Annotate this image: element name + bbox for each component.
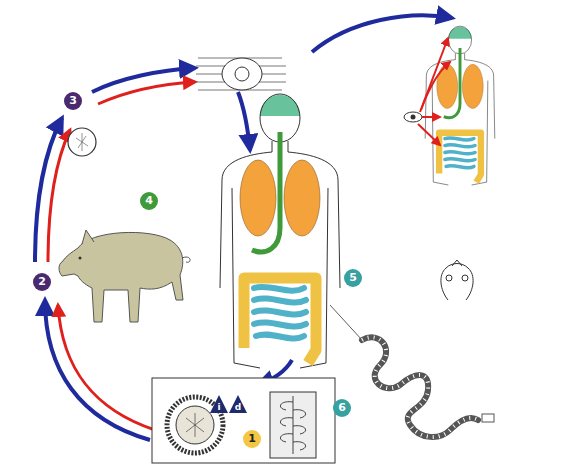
pig — [59, 230, 190, 322]
human-host — [425, 26, 495, 185]
scolex — [441, 260, 473, 300]
human-host — [220, 94, 340, 368]
callout-number: 5 — [344, 269, 362, 287]
adult-worm — [362, 337, 478, 437]
callout-number: d — [229, 397, 247, 415]
cysticercus-in-muscle — [196, 58, 286, 90]
oncosphere — [68, 128, 96, 156]
callout-number: 2 — [33, 273, 51, 291]
callout-number: 6 — [333, 399, 351, 417]
callout-number: 3 — [64, 92, 82, 110]
callout-number: i — [210, 397, 228, 415]
diagnostic-box — [152, 378, 335, 463]
callout-number: 1 — [243, 430, 261, 448]
callout-number: 4 — [140, 192, 158, 210]
